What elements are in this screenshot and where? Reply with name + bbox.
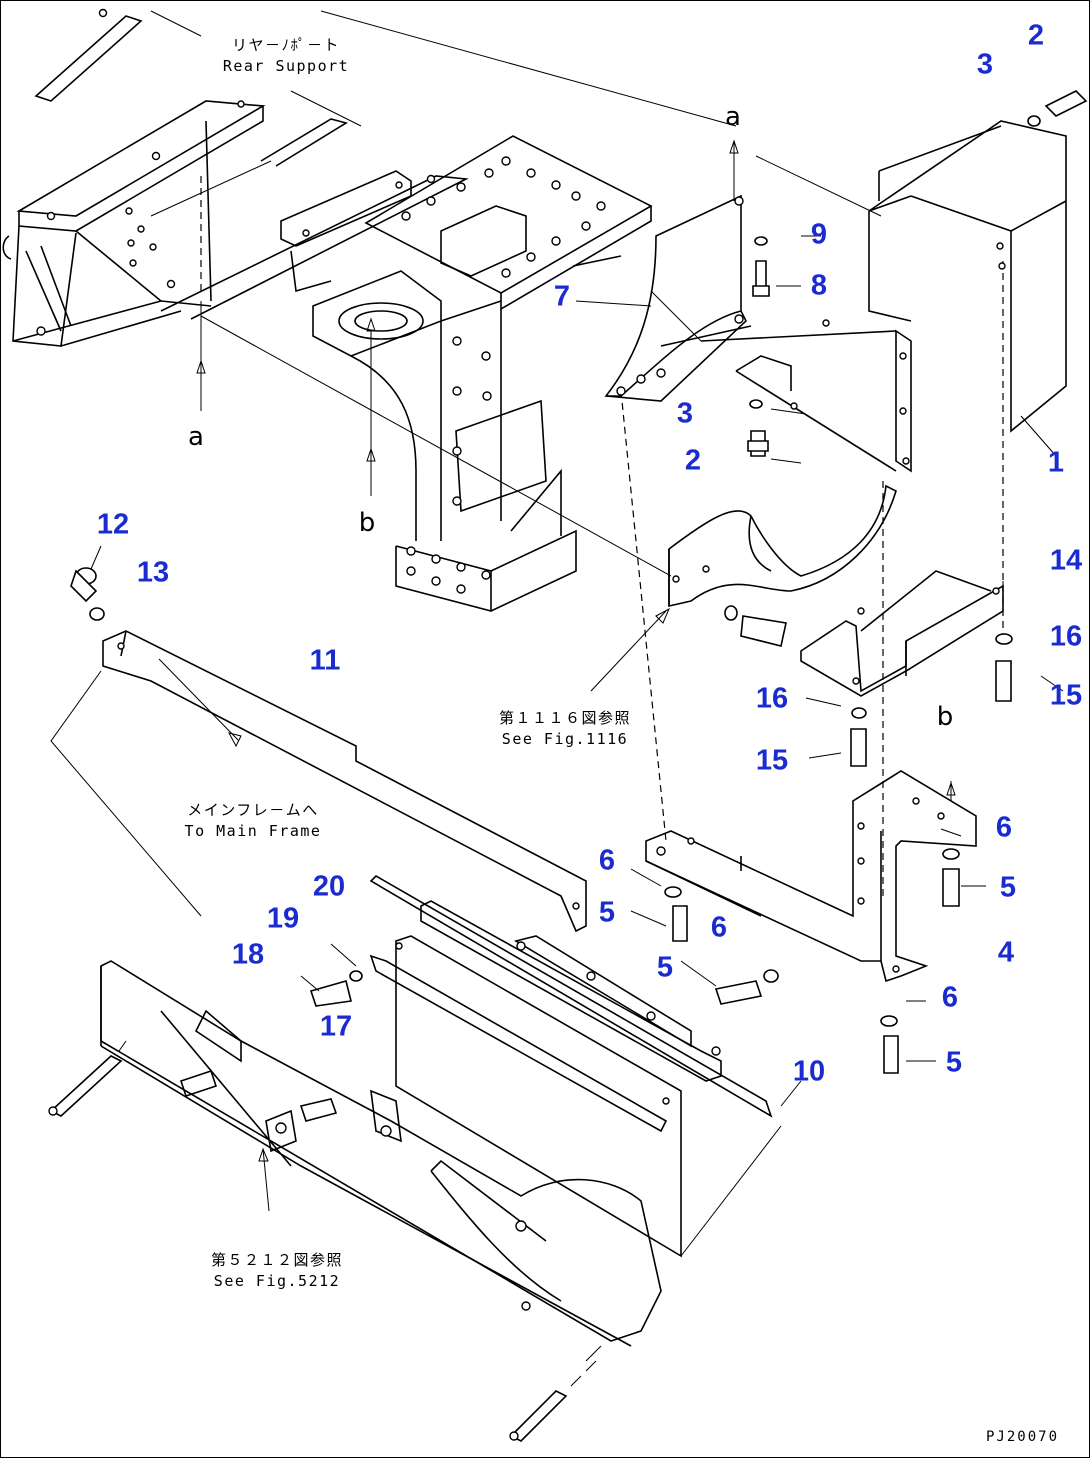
callout-2-mid: 2 [684,444,702,477]
callout-13: 13 [136,556,170,589]
ref-b-mid: b [358,508,376,538]
callout-20: 20 [312,870,346,903]
callout-15-left: 15 [755,744,789,777]
callout-10: 10 [792,1055,826,1088]
ref-a-left: a [188,422,204,452]
fig1116-note: 第１１１６図参照 See Fig.1116 [499,708,631,750]
fig5212-en: See Fig.5212 [213,1272,341,1290]
callout-6-right: 6 [995,811,1013,844]
callout-1: 1 [1047,446,1065,479]
part-4-bracket [645,770,977,983]
callout-16-left: 16 [755,682,789,715]
reference-lines [150,10,1057,901]
ref-a-top: a [725,102,741,132]
main-frame-jp: メインフレ－ムへ [187,801,319,819]
part-1-cover [660,120,1067,473]
fig1116-leader [590,607,671,692]
main-frame-note: メインフレ－ムへ To Main Frame [185,800,322,842]
track-frame [48,960,662,1442]
callout-8: 8 [810,269,828,302]
callout-19: 19 [266,902,300,935]
callout-3-mid: 3 [676,397,694,430]
callout-6-left: 6 [598,844,616,877]
main-frame-en: To Main Frame [184,822,322,840]
main-frame-block [290,135,653,612]
callout-17: 17 [319,1010,353,1043]
callout-6-bottom: 6 [941,981,959,1014]
callout-5-right: 5 [999,871,1017,904]
callout-11: 11 [309,644,341,677]
fig1116-en: See Fig.1116 [501,730,629,748]
rear-support-en: Rear Support [222,57,350,75]
callout-5-mid: 5 [656,951,674,984]
callout-4: 4 [997,936,1015,969]
callout-16-right: 16 [1049,620,1083,653]
callout-5-bottom: 5 [945,1046,963,1079]
callout-15-right: 15 [1049,679,1083,712]
part-7-bracket [604,194,747,402]
part-11-bar [50,630,587,933]
callout-5-left: 5 [598,896,616,929]
callout-3-top: 3 [976,48,994,81]
callout-6-mid: 6 [710,911,728,944]
fig5212-jp: 第５２１２図参照 [210,1251,344,1269]
callout-7: 7 [553,280,571,313]
rear-support-note: リヤ－ﾉﾎﾟ－ト Rear Support [223,35,349,77]
callout-2-top: 2 [1027,19,1045,52]
drawing-code: PJ20070 [986,1429,1060,1445]
callout-12: 12 [96,508,130,541]
rear-support-jp: リヤ－ﾉﾎﾟ－ト [231,36,340,54]
callout-9: 9 [810,218,828,251]
fig5212-note: 第５２１２図参照 See Fig.5212 [211,1250,343,1292]
panel-assembly [369,875,802,1258]
part-14-bracket [800,570,1004,697]
ref-b-right: b [936,702,954,732]
callout-14: 14 [1049,544,1083,577]
curved-guard [668,484,897,608]
callout-18: 18 [231,938,265,971]
fig1116-jp: 第１１１６図参照 [498,709,632,727]
fasteners [70,90,1088,1074]
